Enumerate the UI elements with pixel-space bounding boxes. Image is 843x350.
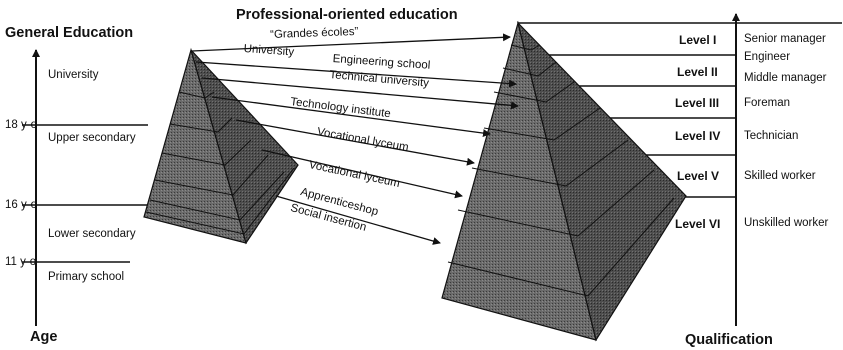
stage-university: University <box>48 69 99 81</box>
age-11: 11 y-o <box>5 256 37 268</box>
stage-upper-secondary: Upper secondary <box>48 132 136 144</box>
qual-senior-manager: Senior manager <box>744 33 826 45</box>
qual-foreman: Foreman <box>744 97 791 109</box>
age-18: 18 y-o <box>5 119 37 131</box>
general-education-pyramid <box>143 47 299 245</box>
qual-technician: Technician <box>744 130 799 142</box>
age-axis-label: Age <box>30 329 58 345</box>
professional-education-pyramid <box>441 20 687 342</box>
stage-primary-school: Primary school <box>48 271 125 283</box>
level-5: Level V <box>677 169 720 183</box>
level-6: Level VI <box>675 217 721 231</box>
qual-skilled-worker: Skilled worker <box>744 170 816 182</box>
stage-lower-secondary: Lower secondary <box>48 228 136 240</box>
general-education-title: General Education <box>5 25 134 41</box>
pathway-arrows <box>191 33 519 245</box>
qual-engineer: Engineer <box>744 51 791 63</box>
level-1: Level I <box>679 33 717 47</box>
qual-unskilled-worker: Unskilled worker <box>744 217 829 229</box>
qual-middle-manager: Middle manager <box>744 72 827 84</box>
qualification-axis-label: Qualification <box>685 332 773 348</box>
professional-education-title: Professional-oriented education <box>236 7 458 23</box>
level-3: Level III <box>675 96 720 110</box>
level-4: Level IV <box>675 129 721 143</box>
age-16: 16 y-o <box>5 199 37 211</box>
level-2: Level II <box>677 65 718 79</box>
